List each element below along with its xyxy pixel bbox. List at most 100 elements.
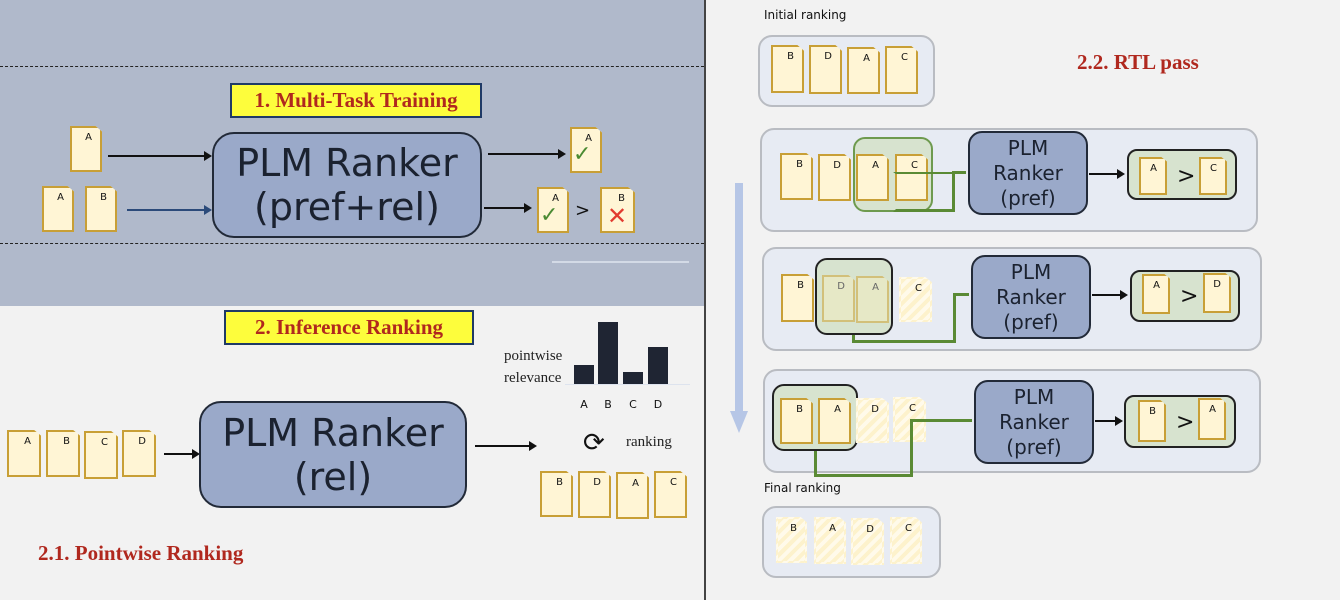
- cross-icon: ✕: [607, 202, 628, 230]
- document-card: D: [809, 45, 842, 94]
- rtl-pass-title: 2.2. RTL pass: [1077, 50, 1199, 74]
- document-card: A: [616, 472, 649, 519]
- ranking-label: ranking: [626, 434, 672, 450]
- relevance-bar-d: [648, 347, 668, 384]
- document-card: A: [856, 154, 889, 201]
- document-card: D: [122, 430, 156, 477]
- greater-than-sign: >: [1180, 284, 1199, 309]
- arrow: [108, 151, 212, 161]
- document-card: D: [822, 275, 855, 322]
- ranker-sublabel: (pref): [1003, 309, 1059, 334]
- document-card: A: [537, 187, 569, 233]
- ranker-label: PLM: [1007, 135, 1049, 160]
- document-card: B: [1138, 400, 1166, 442]
- relevance-label-line1: pointwise: [504, 348, 563, 364]
- ranker-sublabel: (rel): [293, 454, 373, 499]
- ranker-sublabel: (pref): [1006, 434, 1062, 459]
- document-card: B: [781, 274, 814, 322]
- arrow: [475, 441, 537, 451]
- document-card: B: [600, 187, 635, 233]
- green-connector: [953, 294, 956, 343]
- document-card: B: [771, 45, 804, 93]
- document-card: A: [42, 186, 74, 232]
- relevance-bar-c: [623, 372, 643, 384]
- flow-down-arrow-icon: [730, 183, 748, 433]
- ranker-sublabel: (pref+rel): [254, 185, 440, 229]
- arrow: [1092, 290, 1128, 300]
- greater-than-sign: >: [1177, 164, 1196, 189]
- check-icon: ✓: [540, 203, 559, 228]
- arrow: [484, 203, 532, 213]
- arrow: [1089, 169, 1125, 179]
- document-card: C: [899, 277, 932, 322]
- document-card: B: [776, 517, 807, 563]
- plm-ranker-rel: PLM Ranker (rel): [199, 401, 467, 508]
- arrow: [164, 449, 200, 459]
- document-card: C: [654, 471, 687, 518]
- multi-task-training-title: 1. Multi-Task Training: [230, 83, 482, 118]
- training-dashed-region: [0, 66, 704, 244]
- green-connector: [852, 335, 855, 343]
- green-connector: [952, 172, 955, 212]
- document-card: B: [780, 398, 813, 444]
- ranker-label: PLM Ranker: [236, 141, 458, 185]
- plm-ranker-pref: PLM Ranker (pref): [968, 131, 1088, 215]
- pointwise-ranking-title: 2.1. Pointwise Ranking: [38, 541, 244, 565]
- initial-ranking-label: Initial ranking: [764, 8, 847, 22]
- green-connector: [852, 340, 956, 343]
- document-card: B: [780, 153, 813, 200]
- document-card: A: [70, 126, 102, 172]
- arrow: [127, 205, 212, 215]
- inference-ranking-title: 2. Inference Ranking: [224, 310, 474, 345]
- document-card: A: [856, 276, 889, 323]
- ranker-label: Ranker: [993, 160, 1063, 185]
- greater-than-sign: >: [1176, 410, 1195, 435]
- document-card: C: [890, 517, 922, 564]
- document-card: B: [46, 430, 80, 477]
- plm-ranker-pref: PLM Ranker (pref): [971, 255, 1091, 339]
- document-card: B: [85, 186, 117, 232]
- document-card: C: [84, 431, 118, 479]
- green-connector: [814, 451, 817, 477]
- ranker-sublabel: (pref): [1000, 185, 1056, 210]
- bar-label: A: [580, 398, 588, 411]
- check-icon: ✓: [573, 142, 592, 167]
- document-card: B: [540, 471, 573, 517]
- ranker-label: Ranker: [996, 284, 1066, 309]
- bar-label: C: [629, 398, 637, 411]
- bar-label: D: [653, 398, 663, 411]
- greater-than-sign: >: [575, 200, 591, 221]
- relevance-bar-a: [574, 365, 594, 384]
- ranker-label: PLM: [1010, 259, 1052, 284]
- ranker-label: Ranker: [999, 409, 1069, 434]
- final-ranking-label: Final ranking: [764, 481, 841, 495]
- arrow: [488, 149, 566, 159]
- ranker-label: PLM: [1013, 384, 1055, 409]
- document-card: A: [818, 398, 851, 444]
- document-card: D: [851, 518, 884, 565]
- arrow: [1095, 416, 1123, 426]
- plm-ranker-pref: PLM Ranker (pref): [974, 380, 1094, 464]
- document-card: C: [885, 46, 918, 94]
- vertical-divider: [704, 0, 706, 600]
- refresh-cycle-icon: ⟳: [583, 428, 605, 458]
- green-connector: [814, 474, 913, 477]
- ranker-label: PLM Ranker: [222, 410, 444, 455]
- relevance-bar-b: [598, 322, 618, 384]
- document-card: D: [1203, 273, 1231, 313]
- green-connector: [952, 171, 966, 174]
- document-card: D: [578, 471, 611, 518]
- green-connector: [910, 420, 913, 477]
- chart-baseline: [565, 384, 690, 385]
- document-card: A: [1142, 274, 1170, 314]
- green-connector: [893, 172, 955, 212]
- green-connector: [953, 293, 969, 296]
- document-card: A: [814, 517, 846, 564]
- document-card: A: [847, 47, 880, 94]
- relevance-label-line2: relevance: [504, 370, 562, 386]
- document-card: A: [1139, 157, 1167, 195]
- bar-label: B: [604, 398, 612, 411]
- plm-ranker-pref-rel: PLM Ranker (pref+rel): [212, 132, 482, 238]
- document-card: D: [856, 398, 889, 443]
- document-card: C: [895, 154, 928, 201]
